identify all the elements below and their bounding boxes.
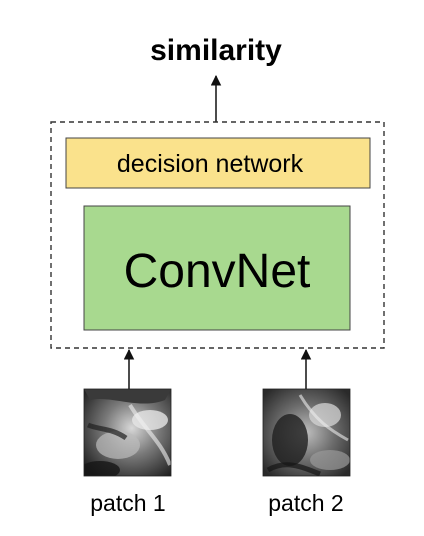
siamese-network-boundary (50, 121, 385, 349)
similarity-title: similarity (150, 34, 282, 67)
convnet-label: ConvNet (124, 245, 311, 298)
patch-2-image (263, 389, 350, 476)
patch-2-label: patch 2 (268, 490, 343, 516)
convnet-box (83, 205, 351, 331)
patch-1-image (84, 389, 171, 476)
decision-network-box (65, 137, 371, 189)
patch-1-label: patch 1 (90, 490, 165, 516)
decision-network-label: decision network (117, 150, 304, 178)
